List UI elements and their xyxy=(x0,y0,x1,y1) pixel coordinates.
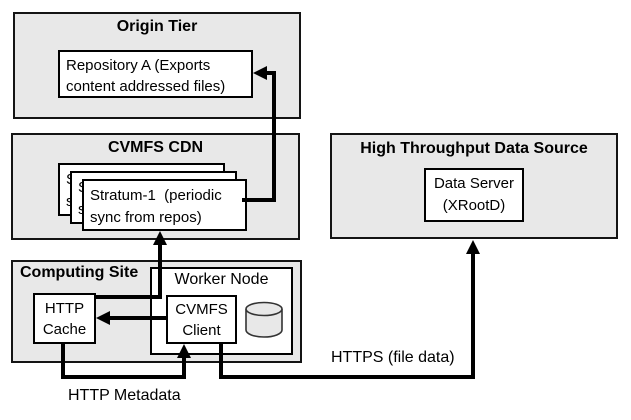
http-cache-node: HTTP Cache xyxy=(33,293,96,344)
cvmfs-client-node: CVMFS Client xyxy=(166,295,237,344)
origin-tier-title: Origin Tier xyxy=(116,18,198,35)
data-source-title: High Throughput Data Source xyxy=(360,140,588,157)
arrowhead-into-dataserver xyxy=(466,240,480,254)
worker-node-title: Worker Node xyxy=(174,271,269,288)
database-cylinder-icon xyxy=(244,301,284,344)
https-file-data-label: HTTPS (file data) xyxy=(331,349,455,366)
stratum1-node-front: Stratum-1 (periodic sync from repos) xyxy=(82,179,247,231)
computing-site-title: Computing Site xyxy=(20,264,139,281)
cvmfs-cdn-title: CVMFS CDN xyxy=(107,139,204,156)
data-server-node: Data Server (XRootD) xyxy=(424,168,524,222)
repository-a-node: Repository A (Exports content addressed … xyxy=(58,50,253,98)
http-metadata-label: HTTP Metadata xyxy=(68,387,181,404)
